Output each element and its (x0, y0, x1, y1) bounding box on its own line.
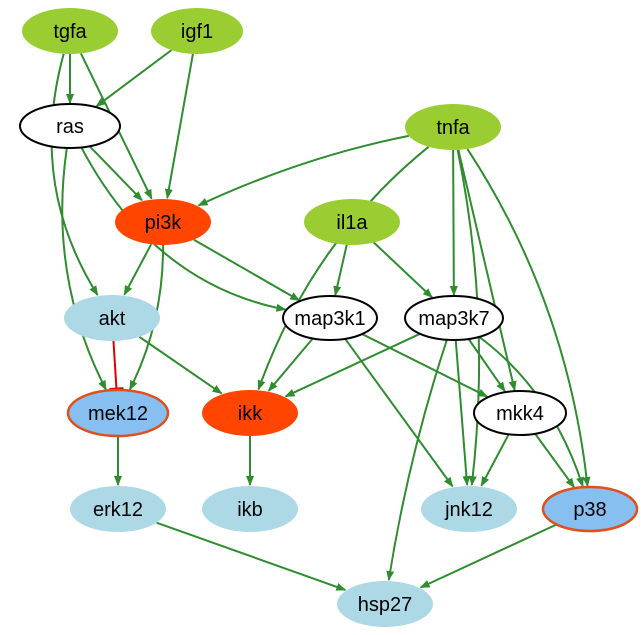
node-mek12-shape (66, 388, 170, 438)
edge-tnfa-mkk4 (457, 149, 517, 392)
node-il1a: il1a (304, 199, 400, 245)
edge-il1a-map3k7 (373, 241, 433, 299)
node-jnk12-shape (421, 486, 517, 532)
node-igf1: igf1 (151, 8, 243, 54)
edge-tnfa-ikk (257, 146, 430, 391)
edge-map3k1-mkk4 (361, 333, 489, 398)
node-erk12: erk12 (70, 486, 166, 532)
node-ikb: ikb (202, 486, 298, 532)
node-jnk12-label: jnk12 (444, 499, 493, 521)
edge-igf1-pi3k (164, 53, 194, 200)
edge-pi3k-map3k1 (193, 238, 301, 302)
edge-map3k1-jnk12 (344, 338, 454, 488)
edge-map3k7-mkk4 (467, 338, 506, 393)
edge-il1a-map3k1 (333, 244, 348, 297)
node-hsp27: hsp27 (337, 581, 433, 627)
node-il1a-label: il1a (336, 212, 368, 234)
node-erk12-label: erk12 (93, 499, 143, 521)
node-akt-label: akt (99, 308, 126, 330)
edge-map3k7-jnk12 (454, 339, 471, 487)
node-igf1-label: igf1 (181, 21, 213, 43)
edge-mkk4-p38 (534, 433, 575, 489)
edge-tgfa-akt (50, 53, 99, 296)
node-mkk4-shape (473, 390, 567, 436)
node-ras-label: ras (56, 116, 84, 138)
node-jnk12: jnk12 (421, 486, 517, 532)
edge-map3k7-hsp27 (386, 339, 448, 582)
edge-tnfa-map3k7 (449, 149, 458, 296)
edge-erk12-hsp27 (156, 521, 347, 591)
node-map3k7-label: map3k7 (418, 308, 489, 330)
node-il1a-shape (304, 199, 400, 245)
node-layer: tgfa igf1 ras tnfa pi3k il1a akt map3k1 map3k7 me… (19, 8, 639, 627)
node-tnfa: tnfa (405, 104, 501, 150)
edge-akt-ikk (138, 336, 223, 395)
node-akt: akt (64, 295, 160, 341)
node-ras-shape (19, 103, 121, 149)
edge-tnfa-p38 (466, 148, 591, 488)
edge-tnfa-pi3k (197, 134, 409, 207)
node-igf1-shape (151, 8, 243, 54)
edge-map3k7-ikk (284, 332, 421, 398)
node-erk12-shape (70, 486, 166, 532)
edge-ras-map3k1 (80, 146, 287, 312)
node-p38: p38 (541, 485, 639, 533)
node-ikk-shape (202, 390, 298, 436)
node-pi3k-shape (115, 199, 211, 245)
edge-p38-hsp27 (419, 523, 558, 589)
edge-igf1-ras (95, 49, 173, 108)
node-hsp27-label: hsp27 (358, 594, 413, 616)
node-map3k7: map3k7 (404, 295, 504, 341)
node-tgfa: tgfa (22, 8, 118, 54)
edge-akt-mek12 (112, 340, 118, 390)
node-pi3k-label: pi3k (145, 212, 183, 234)
node-p38-label: p38 (573, 499, 606, 521)
node-hsp27-shape (337, 581, 433, 627)
edge-ras-pi3k (88, 145, 143, 202)
node-ikk: ikk (202, 390, 298, 436)
node-pi3k: pi3k (115, 199, 211, 245)
edge-map3k1-ikk (267, 337, 314, 392)
node-akt-shape (64, 295, 160, 341)
node-ikb-label: ikb (237, 499, 263, 521)
node-map3k1: map3k1 (282, 295, 378, 341)
node-mkk4: mkk4 (473, 390, 567, 436)
node-mkk4-label: mkk4 (496, 403, 544, 425)
node-tnfa-label: tnfa (436, 117, 470, 139)
node-ikk-label: ikk (238, 403, 263, 425)
node-tgfa-label: tgfa (53, 21, 87, 43)
node-map3k1-shape (282, 295, 378, 341)
node-map3k1-label: map3k1 (294, 308, 365, 330)
edge-ras-mek12 (61, 147, 107, 391)
node-ikb-shape (202, 486, 298, 532)
node-tnfa-shape (405, 104, 501, 150)
node-mek12: mek12 (66, 388, 170, 438)
node-p38-shape (541, 485, 639, 533)
edge-mkk4-jnk12 (480, 433, 510, 487)
edge-pi3k-akt (123, 243, 153, 296)
node-map3k7-shape (404, 295, 504, 341)
node-ras: ras (19, 103, 121, 149)
node-tgfa-shape (22, 8, 118, 54)
node-mek12-label: mek12 (88, 403, 148, 425)
